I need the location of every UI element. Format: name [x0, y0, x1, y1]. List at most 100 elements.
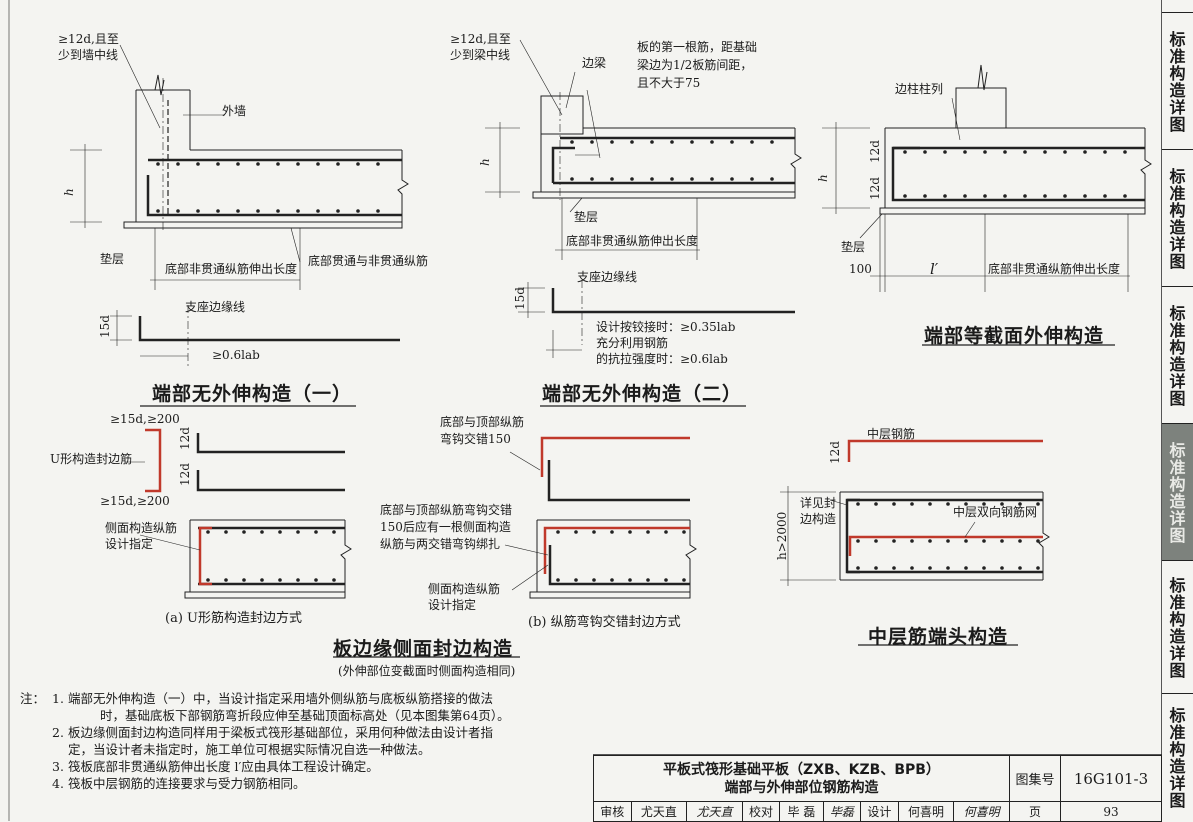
rebar-dot [590, 177, 594, 181]
atlas-label: 图集号 [1009, 755, 1061, 802]
rebar-dot [296, 530, 300, 534]
rebar-dot [983, 150, 987, 154]
note-4-num: 4. [52, 776, 64, 791]
sidebar-tab-1[interactable]: 标准构造详图 [1162, 12, 1193, 150]
sidebar-tab-char: 详 [1169, 371, 1186, 391]
sidebar-tab-char: 准 [1169, 46, 1186, 66]
sidebar-tab-char: 标 [1169, 706, 1186, 725]
sidebar-tab-char: 图 [1169, 525, 1186, 545]
rebar-dot [574, 530, 578, 534]
d4-cross-3: 纵筋与两交错弯钩绑扎 [380, 537, 501, 551]
rebar-dot [556, 530, 560, 534]
rebar-dot [903, 150, 907, 154]
d4-caption-b: (b) 纵筋弯钩交错封边方式 [528, 615, 681, 630]
rebar-dot [176, 209, 180, 213]
rebar-dot [1036, 502, 1040, 506]
rebar-dot [1000, 539, 1004, 543]
d3-title: 端部等截面外伸构造 [924, 325, 1105, 347]
d3-extend-label: 底部非贯通纵筋伸出长度 [988, 262, 1121, 276]
d1-note-top-1: ≥12d,且至 [58, 32, 119, 46]
rebar-dot [923, 194, 927, 198]
rebar-dot [874, 566, 878, 570]
rebar-dot [650, 177, 654, 181]
design-label: 设计 [860, 801, 899, 822]
rebar-dot [750, 177, 754, 181]
sidebar-tab-2[interactable]: 标准构造详图 [1162, 149, 1193, 287]
rebar-dot [983, 194, 987, 198]
rebar-dot [1043, 194, 1047, 198]
d2-cushion-label: 垫层 [574, 210, 599, 224]
rebar-dot [1123, 150, 1127, 154]
sidebar-tab-char: 准 [1169, 723, 1186, 742]
rebar-dot [856, 539, 860, 543]
d1-h-label: h [62, 188, 76, 196]
d1-anchor-label: ≥0.6lab [212, 348, 260, 362]
rebar-dot [278, 578, 282, 582]
rebar-dot [610, 530, 614, 534]
sidebar-tab-char: 造 [1169, 491, 1186, 511]
note-1-line-2: 时，基础底板下部钢筋弯折段应伸至基础顶面标高处（见本图集第64页）。 [100, 708, 510, 723]
rebar-dot [856, 566, 860, 570]
d2-note-top-1: ≥12d,且至 [450, 32, 511, 46]
rebar-dot [670, 140, 674, 144]
rebar-dot [296, 162, 300, 166]
title-block: 平板式筏形基础平板（ZXB、KZB、BPB） 端部与外伸部位钢筋构造 图集号 1… [593, 755, 1162, 822]
rebar-dot [1103, 194, 1107, 198]
d2-full-1: 充分利用钢筋 [596, 336, 669, 350]
rebar-dot [963, 194, 967, 198]
rebar-dot [156, 209, 160, 213]
rebar-dot [1000, 566, 1004, 570]
checker-signature: 毕磊 [822, 801, 862, 822]
rebar-dot [206, 530, 210, 534]
rebar-dot [1018, 566, 1022, 570]
sidebar-tab-3[interactable]: 标准构造详图 [1162, 286, 1193, 424]
designer-signature: 何喜明 [953, 801, 1010, 822]
note-2: 2.板边缘侧面封边构造同样用于梁板式筏形基础部位，采用何种做法由设计者指 [20, 724, 590, 741]
rebar-dot [610, 177, 614, 181]
rebar-dot [892, 539, 896, 543]
rebar-dot [964, 539, 968, 543]
sidebar-tab-char: 详 [1169, 97, 1186, 117]
rebar-dot [928, 539, 932, 543]
sidebar-tab-char: 标 [1169, 29, 1186, 49]
rebar-dot [296, 578, 300, 582]
sidebar-tab-char: 构 [1169, 474, 1186, 494]
rebar-dot [730, 140, 734, 144]
sidebar-tab-char: 详 [1169, 508, 1186, 528]
diagram4b-figure [333, 436, 697, 658]
rebar-dot [1023, 150, 1027, 154]
rebar-dot [982, 566, 986, 570]
d2-support-label: 支座边缘线 [577, 270, 638, 284]
rebar-dot [682, 578, 686, 582]
sidebar-tab-5[interactable]: 标准构造详图 [1162, 560, 1193, 694]
diagram4a-figure [125, 428, 352, 599]
sidebar-tab-char: 详 [1169, 234, 1186, 254]
rebar-dot [943, 194, 947, 198]
rebar-dot [236, 162, 240, 166]
rebar-dot [1018, 502, 1022, 506]
d1-title: 端部无外伸构造（一） [152, 383, 353, 405]
sidebar-tab-char: 详 [1169, 643, 1186, 663]
rebar-dot [982, 539, 986, 543]
rebar-dot [556, 578, 560, 582]
rebar-dot [928, 566, 932, 570]
titleblock-title-1: 平板式筏形基础平板（ZXB、KZB、BPB） [663, 761, 940, 778]
rebar-dot [592, 578, 596, 582]
rebar-dot [332, 530, 336, 534]
sidebar-tab-4[interactable]: 标准构造详图 [1162, 423, 1193, 561]
d4-side-a-1: 侧面构造纵筋 [105, 521, 178, 535]
rebar-dot [242, 530, 246, 534]
sidebar-tab-6[interactable]: 标准构造详图 [1162, 693, 1193, 822]
rebar-dots [156, 140, 1127, 582]
rebar-dot [206, 578, 210, 582]
sidebar-tab-char: 构 [1169, 63, 1186, 83]
rebar-dot [1000, 502, 1004, 506]
rebar-dot [874, 502, 878, 506]
rebar-dot [156, 162, 160, 166]
rebar-dot [1063, 194, 1067, 198]
rebar-dot [1083, 150, 1087, 154]
rebar-dot [332, 578, 336, 582]
rebar-dot [336, 162, 340, 166]
note-4-line-1: 筏板中层钢筋的连接要求与受力钢筋相同。 [68, 776, 306, 791]
d3-100-label: 100 [849, 262, 872, 276]
